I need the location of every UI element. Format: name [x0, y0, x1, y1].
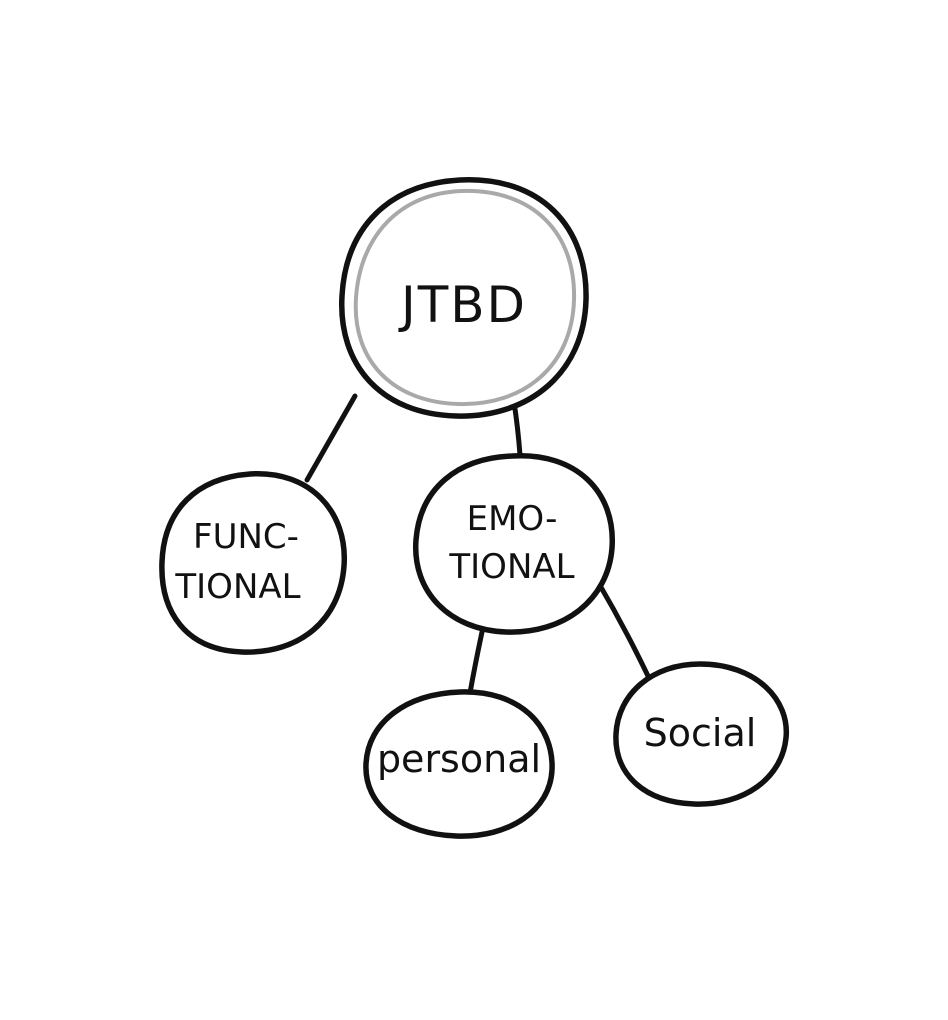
node-emotional-outline	[413, 453, 615, 635]
node-social-label: Social	[644, 711, 757, 755]
edge-root-to-functional	[304, 393, 358, 483]
node-functional-label-line2: TIONAL	[174, 567, 300, 607]
node-root-label: JTBD	[398, 276, 527, 334]
node-root-inner-ring	[353, 188, 577, 407]
node-emotional-label-line1: EMO-	[467, 499, 558, 539]
node-functional-label-line1: FUNC-	[193, 517, 299, 557]
edge-emotional-to-personal	[467, 629, 485, 696]
node-personal-outline	[363, 689, 555, 839]
edge-emotional-to-social	[595, 579, 651, 679]
edge-root-to-emotional	[511, 399, 523, 458]
node-personal: personal	[363, 689, 555, 839]
node-root-outline	[339, 177, 589, 419]
node-root: JTBD	[339, 177, 589, 419]
node-emotional-label-line2: TIONAL	[448, 547, 574, 587]
node-emotional: EMO- TIONAL	[413, 453, 615, 635]
node-social: Social	[613, 661, 789, 807]
node-personal-label: personal	[377, 737, 541, 781]
node-social-outline	[613, 661, 789, 807]
node-functional-outline	[159, 471, 347, 655]
node-functional: FUNC- TIONAL	[159, 471, 347, 655]
